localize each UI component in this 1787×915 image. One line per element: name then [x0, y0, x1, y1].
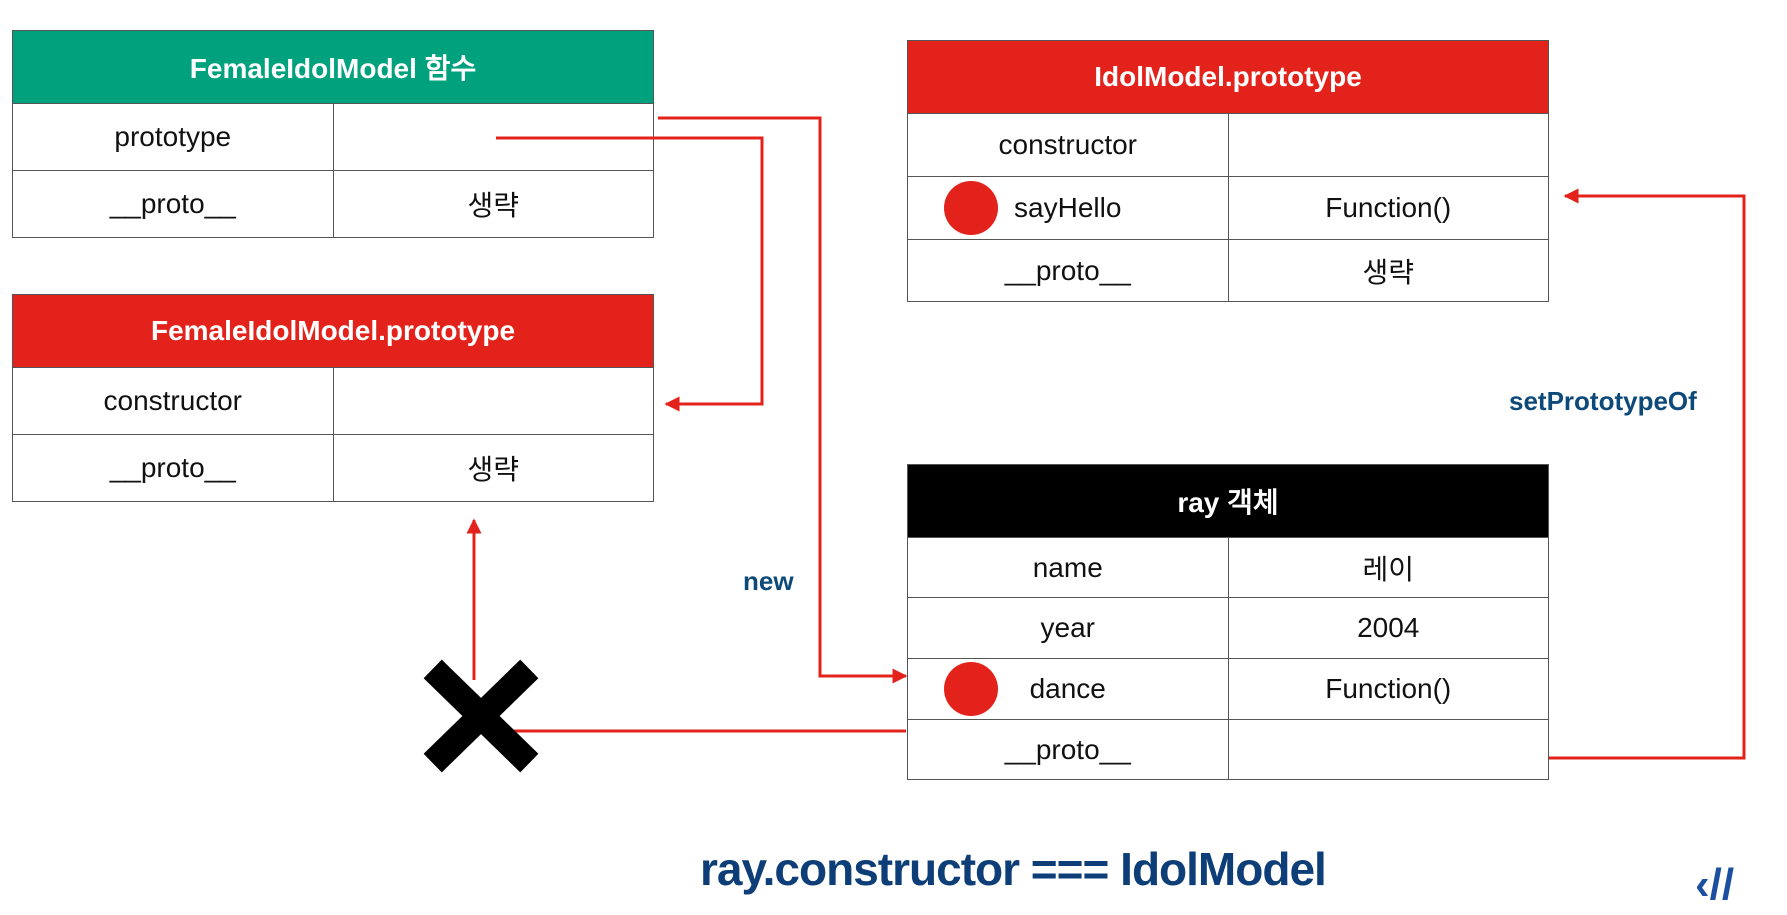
- female-idol-model-function-box: FemaleIdolModel 함수 prototype __proto__ 생…: [12, 30, 654, 238]
- idol-model-prototype-box: IdolModel.prototype constructor sayHello…: [907, 40, 1549, 302]
- row-value: 레이: [1227, 538, 1549, 597]
- row-key: constructor: [998, 129, 1138, 160]
- set-prototype-of-label: setPrototypeOf: [1509, 386, 1697, 416]
- bottom-statement: ray.constructor === IdolModel: [700, 843, 1327, 895]
- row-key: __proto__: [1004, 733, 1131, 765]
- row-key: __proto__: [109, 188, 236, 219]
- row-key: __proto__: [109, 452, 236, 483]
- row-value: 생략: [1227, 240, 1549, 302]
- ray-object-box: ray 객체 name 레이 year 2004 dance Function(…: [907, 464, 1549, 780]
- red-dot-icon: [944, 662, 998, 716]
- row-key: dance: [1029, 673, 1106, 704]
- row-value: Function(): [1227, 177, 1549, 239]
- row-value: 2004: [1227, 598, 1549, 658]
- row-key-with-dot: sayHello: [908, 177, 1228, 239]
- row-value: [332, 104, 654, 170]
- row-value: 생략: [332, 435, 654, 501]
- cross-mark-icon: [423, 659, 539, 773]
- box-header: FemaleIdolModel.prototype: [13, 295, 653, 367]
- box-header: FemaleIdolModel 함수: [13, 31, 653, 103]
- female-idol-model-prototype-box: FemaleIdolModel.prototype constructor __…: [12, 294, 654, 502]
- row-value: Function(): [1227, 659, 1549, 719]
- row-value: [332, 368, 654, 434]
- new-arrow: [658, 116, 908, 684]
- box-header: ray 객체: [908, 465, 1548, 537]
- row-key: sayHello: [1014, 192, 1122, 223]
- logo-icon: ‹//: [1695, 860, 1735, 909]
- row-key: __proto__: [1004, 255, 1131, 286]
- row-key: name: [1032, 551, 1103, 583]
- row-key-with-dot: dance: [908, 659, 1228, 719]
- row-value: [1227, 720, 1549, 779]
- row-key: prototype: [114, 121, 232, 152]
- new-label: new: [743, 566, 794, 596]
- red-dot-icon: [944, 181, 998, 235]
- row-key: year: [1040, 612, 1095, 643]
- row-key: constructor: [103, 385, 243, 416]
- box-header: IdolModel.prototype: [908, 41, 1548, 113]
- row-value: 생략: [332, 171, 654, 237]
- row-value: [1227, 114, 1549, 176]
- set-prototype-of-arrow: [1549, 188, 1746, 760]
- prototype-arrow: [496, 136, 764, 412]
